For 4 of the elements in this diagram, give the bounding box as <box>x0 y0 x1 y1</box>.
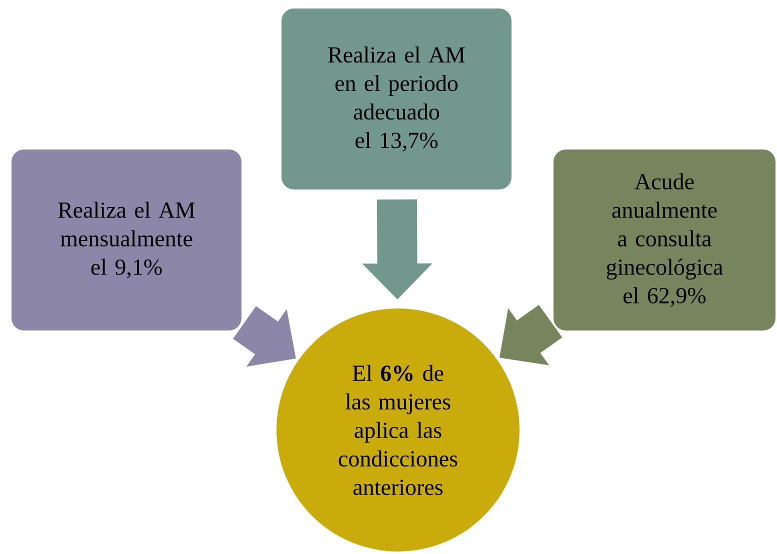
rounded-box: Realiza el AM mensualmente el 9,1% <box>8 146 244 334</box>
rounded-box: Realiza el AM en el periodo adecuado el 13,7% <box>278 6 514 192</box>
circle-node: El 6% de las mujeres aplica las condicciones anteriores <box>274 306 522 554</box>
rounded-box: Acude anualmente a consulta ginecológica el 62,9% <box>550 146 777 334</box>
